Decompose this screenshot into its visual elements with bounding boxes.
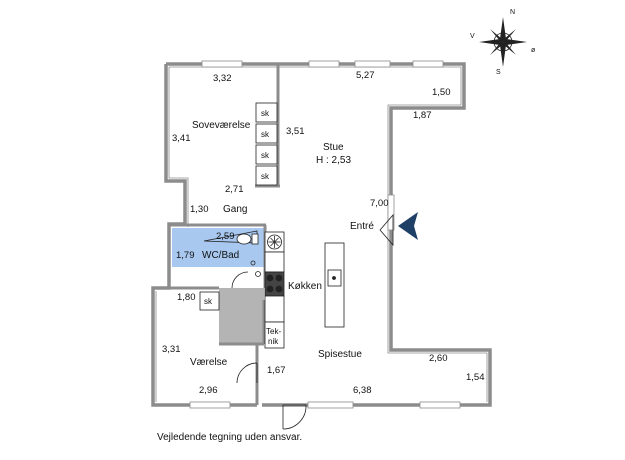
stove-burner-icon xyxy=(275,285,283,293)
compass-south-label: S xyxy=(496,69,501,76)
closet-label: sk xyxy=(261,172,270,181)
fan-icon xyxy=(267,234,282,250)
doors xyxy=(236,213,394,430)
dimension-label: 3,51 xyxy=(286,126,305,137)
stove-burner-icon xyxy=(266,285,274,293)
room-label-room: Værelse xyxy=(190,357,228,368)
dimension-label: 1,30 xyxy=(190,204,209,215)
dimension-label: 1,87 xyxy=(413,110,432,121)
entrance-arrow-icon xyxy=(398,212,418,240)
closet-label: sk xyxy=(261,109,270,118)
bathroom-fixtures xyxy=(203,230,261,289)
dimension-label: 3,32 xyxy=(213,73,232,84)
dimension-label: 3,41 xyxy=(172,133,191,144)
room-label-kitchen: Køkken xyxy=(288,281,322,292)
dimension-label: 1,54 xyxy=(466,372,485,383)
kitchen-island xyxy=(324,242,345,328)
dimension-label: 1,67 xyxy=(267,365,286,376)
dimension-label: 1,50 xyxy=(432,87,451,98)
room-label-dining: Spisestue xyxy=(318,349,362,360)
room-label-bathroom: WC/Bad xyxy=(202,250,239,261)
dimension-label: 6,38 xyxy=(353,385,372,396)
compass-rose: N S V ø xyxy=(470,9,536,76)
room-label-living: Stue xyxy=(323,142,344,153)
compass-north-label: N xyxy=(510,9,515,16)
teknik-label-line1: Tek- xyxy=(266,327,281,336)
dimension-label: 1,79 xyxy=(176,250,195,261)
stove-burner-icon xyxy=(266,274,274,282)
dimension-label: 2,71 xyxy=(225,184,244,195)
dimension-label: 2,96 xyxy=(199,385,218,396)
dimension-label: 7,00 xyxy=(370,198,389,209)
kitchen-counter-grey xyxy=(219,288,264,344)
dimension-label: 5,27 xyxy=(356,70,375,81)
room-closet xyxy=(199,291,220,311)
dimension-label: 3,31 xyxy=(162,344,181,355)
windows xyxy=(189,60,461,409)
room-label-bedroom: Soveværelse xyxy=(192,120,251,131)
room-height-label: H : 2,53 xyxy=(316,155,351,166)
closet-label: sk xyxy=(261,130,270,139)
compass-west-label: V xyxy=(470,33,475,40)
dimension-label: 1,80 xyxy=(177,292,196,303)
kitchen-appliances xyxy=(264,231,285,349)
closet-label: sk xyxy=(261,151,270,160)
dimension-label: 2,60 xyxy=(429,353,448,364)
room-label-hallway: Gang xyxy=(223,204,247,215)
stove-burner-icon xyxy=(275,274,283,282)
dimension-label: 2,59 xyxy=(216,231,235,242)
closet-label: sk xyxy=(204,297,213,306)
room-label-entrance: Entré xyxy=(350,221,374,232)
compass-east-label: ø xyxy=(531,47,536,54)
disclaimer-text: Vejledende tegning uden ansvar. xyxy=(157,432,303,443)
bedroom-closets xyxy=(255,102,278,186)
teknik-label-line2: nik xyxy=(268,337,279,346)
